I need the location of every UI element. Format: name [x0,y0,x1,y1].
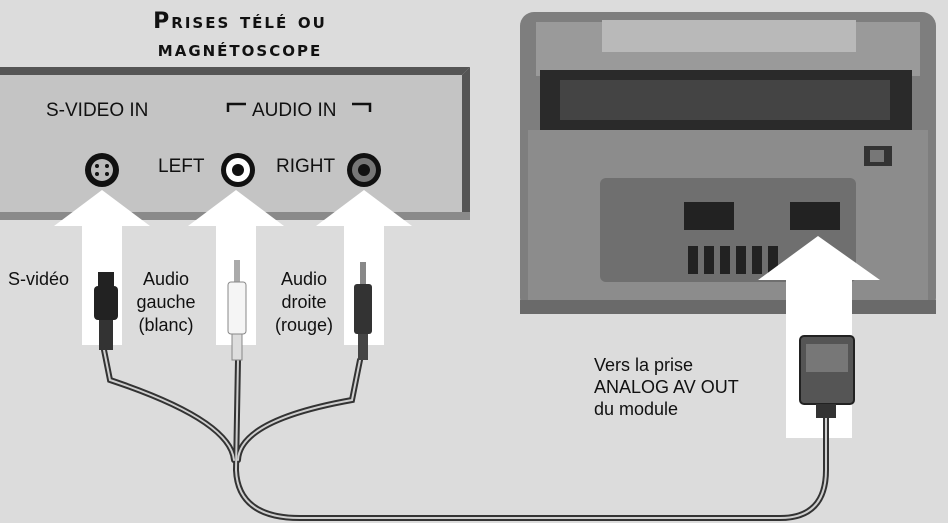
audio-in-label: AUDIO IN [252,100,337,121]
svideo-in-label: S-VIDEO IN [46,100,149,121]
audio-right-line-2: droite [281,292,327,312]
audio-right-cable-label: Audio droite (rouge) [266,268,342,337]
page-title: Prises télé ou magnétoscope [60,8,420,64]
av-out-plug [799,335,855,418]
right-label: RIGHT [276,156,336,177]
title-line-2: magnétoscope [157,37,323,62]
audio-left-line-3: (blanc) [138,315,194,335]
module-note-line-3: du module [594,399,679,419]
module-note-line-1: Vers la prise [594,355,694,375]
module-port-note: Vers la prise ANALOG AV OUT du module [594,354,739,420]
audio-left-line-1: Audio [142,269,190,289]
audio-right-line-3: (rouge) [274,315,334,335]
audio-right-line-1: Audio [280,269,328,289]
module-note-line-2: ANALOG AV OUT [594,377,739,397]
console-body [520,12,936,314]
tv-panel [0,67,470,220]
title-line-1: Prises télé ou [153,9,327,34]
audio-left-plug [227,260,247,361]
audio-left-cable-label: Audio gauche (blanc) [124,268,208,337]
audio-left-line-2: gauche [136,292,196,312]
svideo-plug [94,272,118,350]
svideo-jack [85,153,119,187]
left-label: LEFT [158,156,205,177]
svideo-cable-label: S-vidéo [8,269,70,289]
audio-right-jack [347,153,381,187]
audio-right-plug [354,262,372,360]
audio-left-jack [221,153,255,187]
